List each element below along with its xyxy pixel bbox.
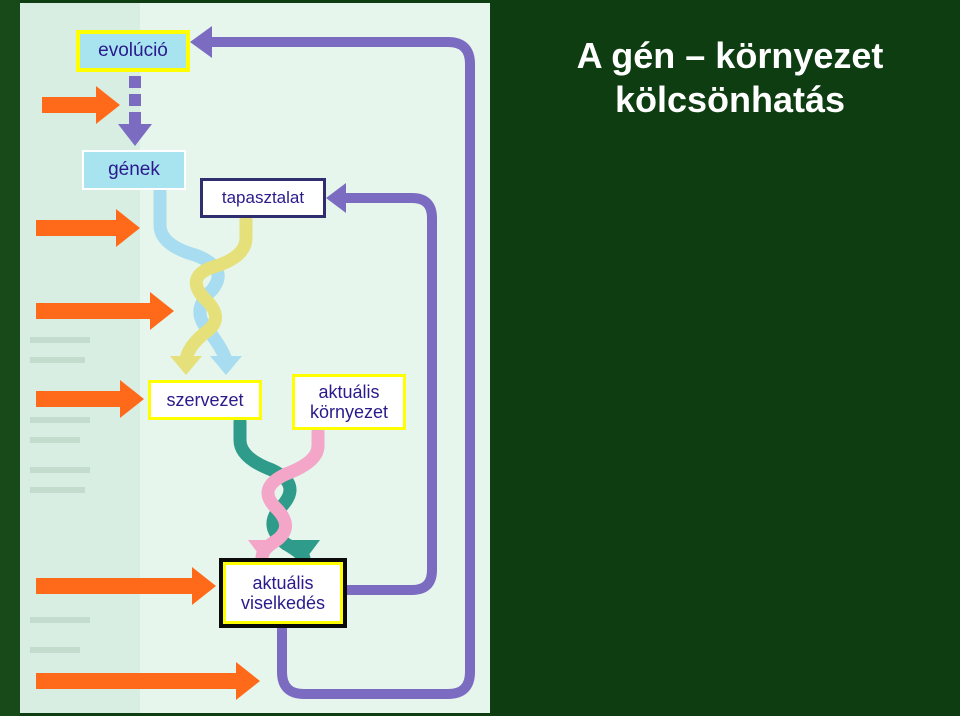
slide-title: A gén – környezet kölcsönhatás: [500, 34, 960, 122]
current-behaviour-inner: aktuális viselkedés: [226, 565, 340, 621]
evolution-label: evolúció: [76, 30, 190, 72]
current-behaviour-line-1: aktuális: [252, 573, 314, 593]
down-arrow-icon: [290, 540, 320, 560]
title-line-1: A gén – környezet: [576, 35, 884, 76]
down-arrow-icon: [210, 356, 242, 375]
feedback-arrow-icon: [326, 183, 346, 213]
organism-label: szervezet: [148, 380, 262, 420]
title-line-2: kölcsönhatás: [614, 79, 846, 120]
current-environment-label: aktuális környezet: [292, 374, 406, 430]
orange-arrow-icon: [36, 292, 174, 330]
orange-arrow-icon: [36, 662, 260, 700]
down-arrow-icon: [118, 124, 152, 146]
organism-text: szervezet: [166, 390, 244, 410]
gene-strand: [153, 185, 233, 367]
environment-input-arrows: [36, 86, 260, 700]
faded-background-text: [30, 337, 90, 653]
evolution-to-genes-arrow: [118, 76, 152, 146]
experience-text: tapasztalat: [221, 188, 305, 207]
orange-arrow-icon: [42, 86, 120, 124]
current-behaviour-line-2: viselkedés: [240, 593, 326, 613]
feedback-arrow-icon: [190, 26, 212, 58]
current-environment-line-2: környezet: [309, 402, 389, 422]
genes-text: gének: [108, 159, 160, 180]
evolution-text: evolúció: [98, 40, 168, 61]
orange-arrow-icon: [36, 567, 216, 605]
current-behaviour-label: aktuális viselkedés: [219, 558, 347, 628]
current-environment-line-1: aktuális: [318, 382, 380, 402]
experience-label: tapasztalat: [200, 178, 326, 218]
inner-feedback-loop: [344, 193, 437, 595]
genes-label: gének: [82, 150, 186, 190]
experience-strand: [179, 213, 253, 367]
down-arrow-icon: [170, 356, 202, 375]
down-arrow-icon: [248, 540, 278, 560]
left-edge-band: [0, 0, 20, 716]
outer-feedback-loop: [208, 37, 475, 699]
orange-arrow-icon: [36, 380, 144, 418]
orange-arrow-icon: [36, 209, 140, 247]
